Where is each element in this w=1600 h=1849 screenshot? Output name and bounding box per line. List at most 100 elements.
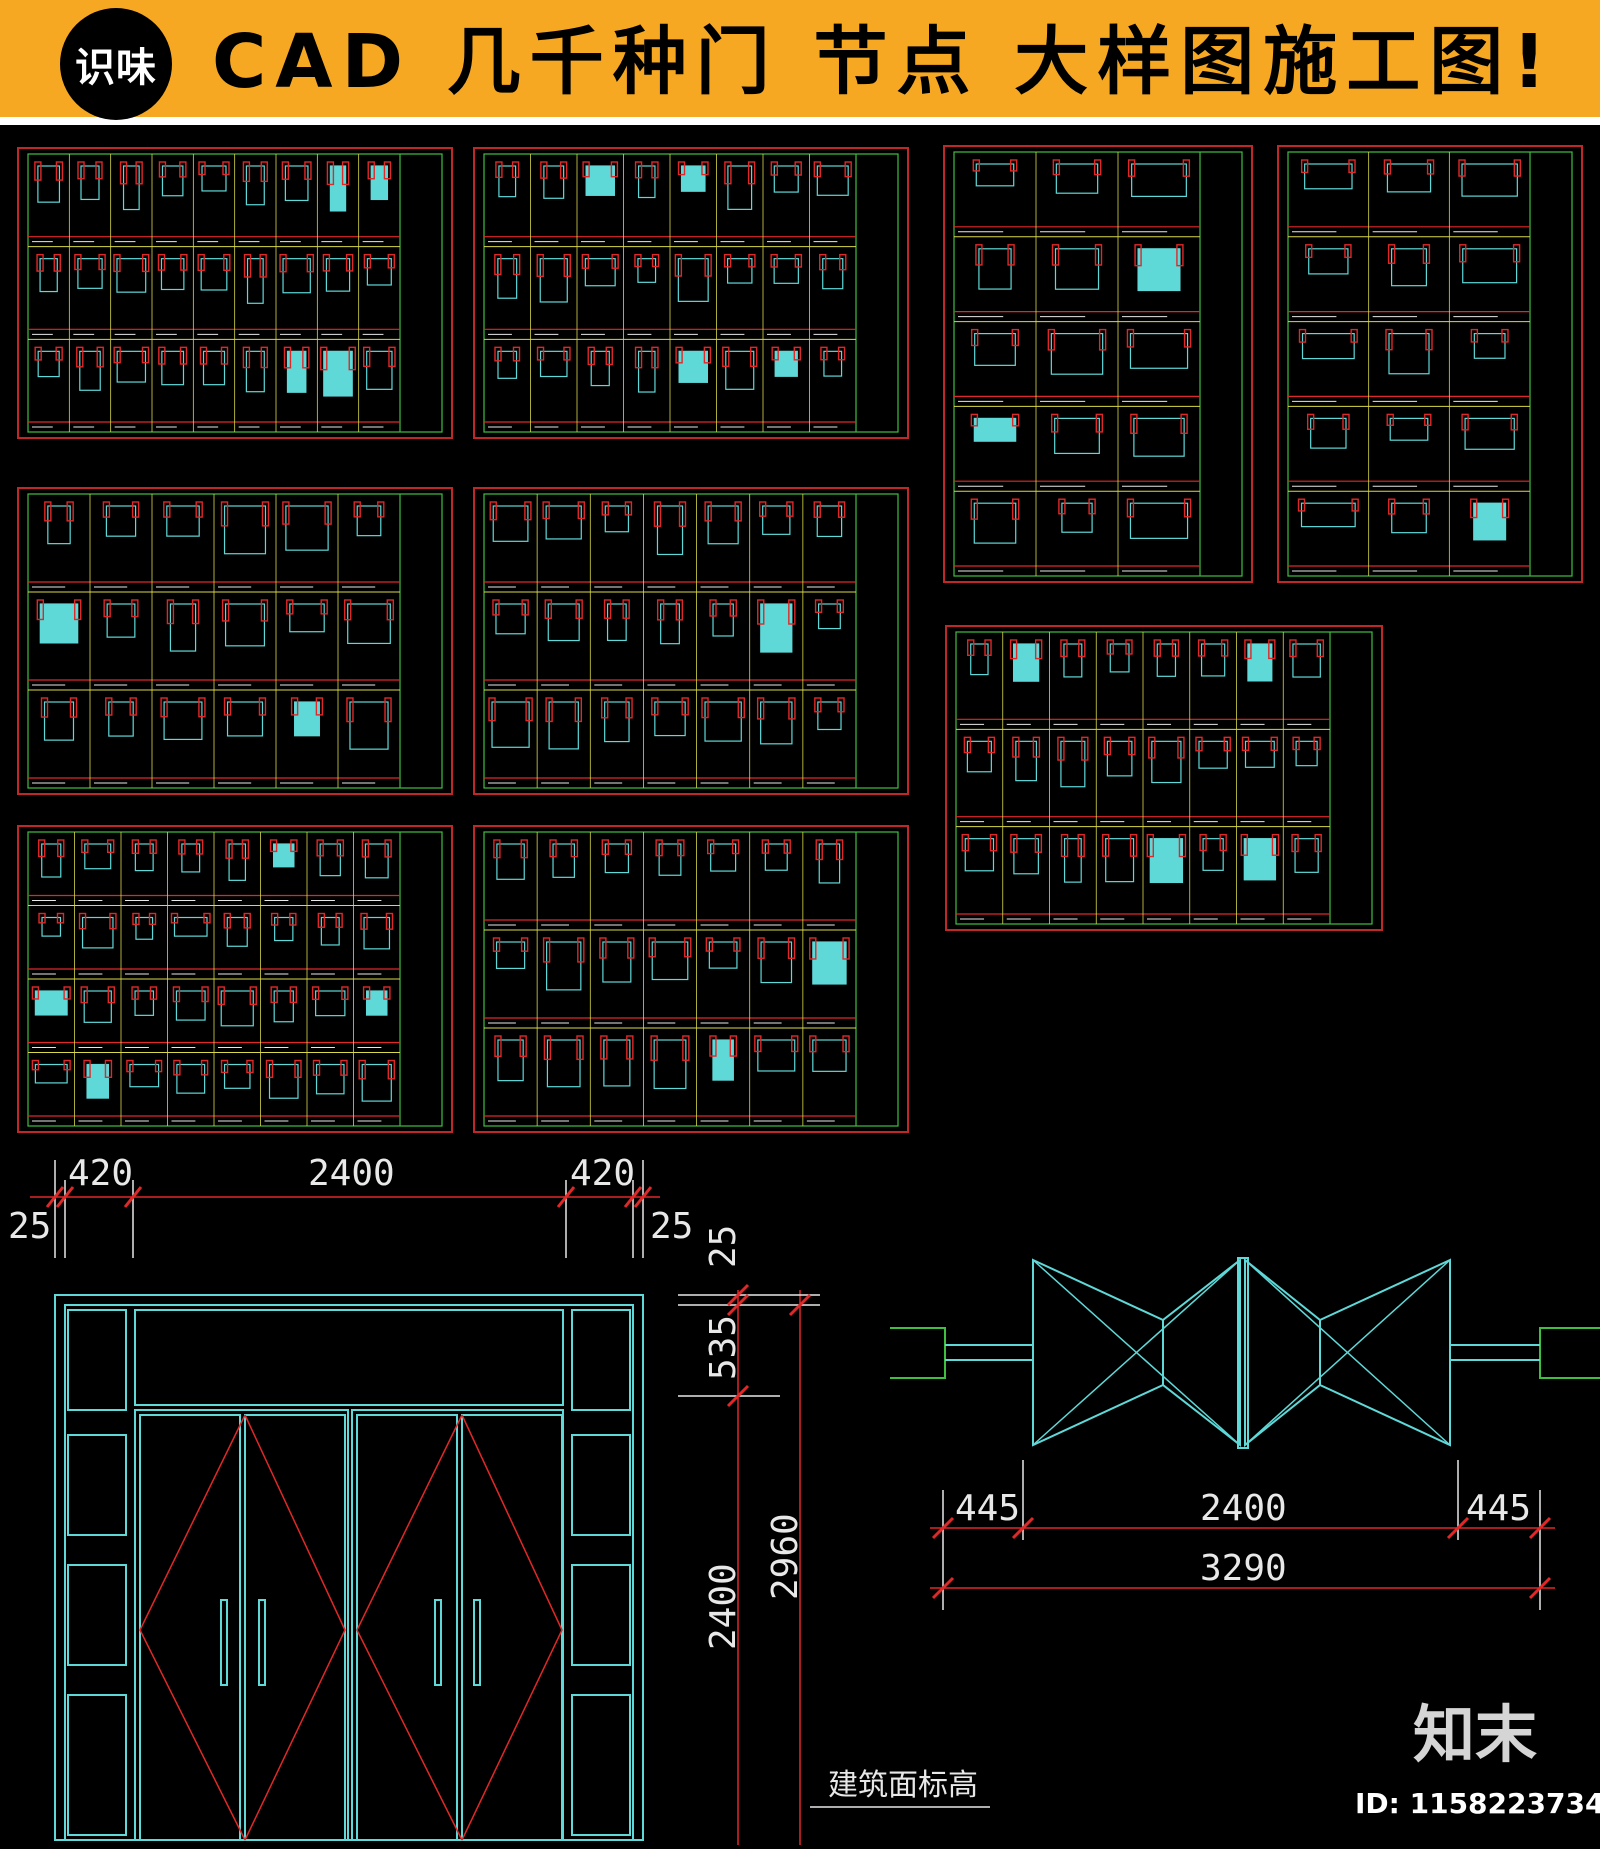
door-detail-thumb — [823, 350, 843, 377]
door-detail-thumb — [495, 603, 526, 635]
door-detail-thumb — [268, 1063, 299, 1099]
detail-red-section — [1510, 413, 1518, 431]
detail-red-section — [172, 986, 181, 1003]
door-detail-thumb — [660, 603, 680, 645]
door-detail-thumb — [273, 990, 294, 1023]
detail-red-section — [195, 501, 203, 518]
door-detail-thumb — [604, 701, 630, 743]
side-panel-left-2 — [67, 1434, 127, 1536]
door-detail-thumb — [497, 1039, 524, 1082]
transom-panel — [134, 1309, 564, 1406]
detail-red-section — [201, 986, 209, 1003]
detail-red-section — [1130, 413, 1138, 434]
door-detail-drawing: 25 420 2400 420 25 25 535 2400 2960 建筑面标… — [0, 1140, 1600, 1845]
door-elevation — [54, 1294, 644, 1841]
detail-red-section — [1106, 639, 1114, 655]
detail-red-section — [241, 839, 250, 859]
detail-red-section — [290, 839, 298, 853]
detail-red-section — [757, 937, 765, 959]
detail-red-section — [76, 346, 84, 368]
door-detail-thumb — [760, 941, 793, 984]
banner-headline: CAD 几千种门 节点 大样图施工图! — [212, 19, 1556, 105]
door-detail-thumb — [1464, 417, 1515, 450]
detail-red-section — [1050, 413, 1059, 433]
detail-red-section — [587, 346, 595, 366]
detail-red-section — [74, 599, 82, 621]
door-detail-thumb — [77, 258, 103, 289]
door-detail-thumb — [964, 838, 995, 872]
door-detail-thumb — [323, 350, 353, 397]
door-detail-thumb — [106, 603, 136, 638]
detail-red-section — [258, 697, 267, 716]
door-detail-thumb — [366, 258, 392, 286]
detail-red-section — [324, 501, 332, 525]
detail-red-section — [1386, 413, 1394, 426]
detail-red-section — [574, 697, 583, 723]
detail-red-section — [1292, 736, 1300, 751]
detail-red-section — [786, 501, 794, 517]
door-detail-thumb — [325, 258, 351, 292]
detail-red-section — [1313, 736, 1321, 751]
door-detail-thumb — [677, 258, 709, 302]
side-panel-left-1 — [67, 1309, 127, 1411]
detail-red-section — [131, 839, 140, 854]
door-detail-thumb — [166, 505, 200, 537]
detail-red-section — [1268, 639, 1276, 660]
door-detail-thumb — [678, 350, 708, 383]
door-detail-thumb — [1105, 838, 1135, 883]
detail-red-section — [650, 1035, 658, 1061]
sheet-frame-3 — [953, 151, 1243, 577]
detail-red-section — [102, 501, 111, 518]
detail-red-section — [524, 501, 532, 521]
door-detail-thumb — [973, 417, 1017, 442]
detail-red-section — [706, 839, 715, 855]
detail-red-section — [222, 161, 230, 176]
detail-red-section — [549, 839, 557, 858]
detail-red-section — [1270, 736, 1278, 752]
door-detail-thumb — [764, 843, 788, 871]
detail-red-section — [302, 346, 310, 369]
detail-red-section — [166, 599, 175, 625]
detail-red-section — [1051, 244, 1060, 266]
detail-red-section — [521, 599, 529, 616]
detail-red-section — [1300, 159, 1309, 174]
detail-red-section — [731, 839, 740, 855]
detail-red-section — [361, 839, 370, 858]
detail-red-section — [195, 839, 204, 855]
detail-red-section — [346, 697, 354, 723]
drawing-sheets-grid — [0, 130, 1600, 1140]
door-detail-thumb — [1247, 643, 1273, 682]
door-detail-thumb — [80, 165, 100, 201]
door-detail-thumb — [606, 603, 627, 642]
sheet-frame-7 — [955, 631, 1373, 925]
door-detail-thumb — [224, 603, 266, 647]
detail-red-section — [651, 346, 659, 369]
door-detail-thumb — [822, 258, 844, 290]
door-detail-thumb — [1389, 417, 1429, 441]
door-detail-thumb — [816, 165, 849, 196]
detail-red-section — [269, 839, 278, 853]
detail-red-section — [198, 161, 206, 176]
door-detail-thumb — [762, 505, 791, 535]
door-detail-thumb — [1292, 643, 1321, 678]
detail-red-section — [243, 912, 251, 929]
detail-red-section — [704, 501, 712, 522]
detail-red-section — [290, 697, 299, 716]
detail-red-section — [312, 1059, 321, 1076]
door-detail-thumb — [773, 165, 799, 193]
detail-red-section — [963, 736, 972, 754]
door-detail-thumb — [39, 258, 58, 293]
door-detail-thumb — [226, 701, 264, 737]
zhimo-watermark-logo: 知末 — [1412, 1698, 1537, 1771]
detail-red-section — [559, 161, 568, 179]
door-detail-thumb — [590, 350, 610, 387]
detail-red-section — [750, 346, 758, 368]
door-detail-thumb — [584, 258, 616, 287]
detail-red-section — [601, 501, 609, 516]
side-panel-right-2 — [571, 1434, 631, 1536]
detail-red-section — [543, 1035, 552, 1061]
door-detail-thumb — [1244, 740, 1275, 768]
detail-red-section — [794, 161, 802, 176]
door-detail-thumb — [1063, 643, 1083, 678]
detail-red-section — [78, 912, 87, 930]
